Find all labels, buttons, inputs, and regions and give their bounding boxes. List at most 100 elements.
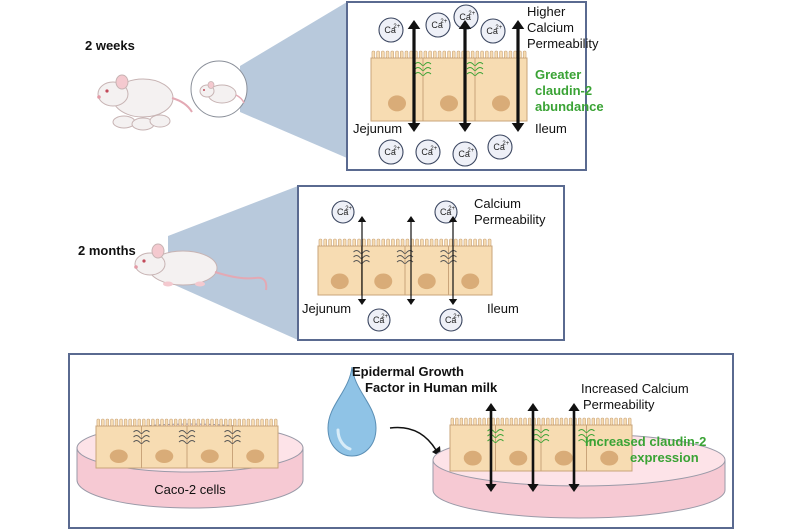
microvillus (415, 238, 419, 247)
microvillus (323, 238, 327, 247)
claudin-2-junction (532, 434, 550, 438)
microvillus (468, 417, 473, 426)
microvillus (333, 238, 337, 247)
svg-text:2+: 2+ (440, 19, 447, 25)
microvillus (169, 418, 173, 427)
microvillus (395, 238, 400, 247)
microvillus (400, 50, 404, 59)
calcium-ion: Ca2+ (415, 139, 441, 165)
microvillus (376, 50, 380, 59)
microvillus (183, 418, 187, 427)
adult-mouse-icon (134, 243, 268, 291)
microvillus (400, 238, 405, 247)
claudin-2w-line2: claudin-2 (535, 83, 592, 98)
claudin-2w-line3: abundance (535, 99, 604, 114)
curved-arrow-icon (389, 426, 437, 451)
ileum-label-2m: Ileum (487, 301, 519, 316)
calcium-ion: Ca2+ (487, 134, 513, 160)
bidirectional-arrow (527, 403, 539, 492)
claudin-2-junction (466, 67, 484, 71)
ileum-label-2w: Ileum (535, 121, 567, 136)
microvillus (423, 50, 428, 59)
microvillus (178, 418, 182, 427)
microvillus (433, 50, 437, 59)
microvillus (155, 418, 160, 427)
microvillus (522, 50, 527, 59)
microvillus (347, 238, 352, 247)
calcium-ion: Ca2+ (367, 308, 391, 332)
microvillus (504, 50, 508, 59)
microvillus (328, 238, 332, 247)
microvillus (228, 418, 232, 427)
mouse-mother-with-pups-icon (97, 74, 193, 131)
claudin-2w-line1: Greater (535, 67, 581, 82)
microvillus (274, 418, 278, 427)
svg-text:2+: 2+ (502, 141, 509, 147)
calcium-ions-2m: Ca2+Ca2+Ca2+Ca2+ (331, 200, 463, 332)
svg-text:Ca: Ca (493, 142, 505, 152)
nucleus (417, 273, 436, 290)
microvillus (463, 238, 468, 247)
calcium-ion: Ca2+ (378, 139, 404, 165)
svg-text:2+: 2+ (495, 25, 502, 31)
bidirectional-arrow (448, 216, 458, 305)
svg-text:Ca: Ca (337, 207, 349, 217)
tight-junction (396, 250, 414, 254)
microvillus (101, 418, 105, 427)
claudin-2-junction (414, 72, 432, 76)
tight-junction (396, 255, 414, 259)
microvillus (475, 50, 480, 59)
microvillus (477, 417, 482, 426)
microvillus (508, 50, 513, 59)
microvillus (142, 418, 146, 427)
svg-text:Ca: Ca (384, 147, 396, 157)
microvillus (546, 417, 550, 426)
microvillus (164, 418, 169, 427)
microvillus (482, 238, 487, 247)
microvillus (550, 417, 555, 426)
microvillus (381, 50, 385, 59)
nucleus (440, 95, 458, 112)
epithelium-2m (317, 238, 493, 296)
microvillus (452, 50, 456, 59)
svg-text:Ca: Ca (459, 12, 471, 22)
svg-text:Ca: Ca (440, 207, 452, 217)
microvillus (173, 418, 178, 427)
microvillus (214, 418, 219, 427)
nucleus (554, 450, 573, 466)
nucleus (509, 450, 528, 466)
calcium-ion: Ca2+ (425, 12, 451, 38)
svg-text:2+: 2+ (393, 146, 400, 152)
microvillus (428, 50, 432, 59)
bidirectional-arrow (568, 403, 580, 492)
claudin-2-junction (532, 429, 550, 433)
microvillus (496, 417, 500, 426)
jejunum-label-2w: Jejunum (353, 121, 402, 136)
microvillus (366, 238, 371, 247)
stage-label-2-weeks: 2 weeks (85, 38, 135, 53)
microvillus (487, 417, 491, 426)
svg-text:2+: 2+ (393, 24, 400, 30)
microvillus (264, 418, 269, 427)
microvillus (133, 418, 137, 427)
microvillus (468, 238, 472, 247)
microvillus (564, 417, 568, 426)
microvillus (128, 418, 132, 427)
microvillus (210, 418, 214, 427)
egf-line1: Epidermal Growth (352, 364, 464, 379)
claudin-egf-line1: Increased claudin-2 (585, 434, 706, 449)
microvillus (587, 417, 591, 426)
microvillus (390, 50, 394, 59)
microvillus (456, 50, 461, 59)
caco2-cells-untreated (95, 418, 279, 469)
microvillus (494, 50, 498, 59)
bidirectional-arrow (357, 216, 367, 305)
microvillus (609, 417, 614, 426)
nucleus (461, 273, 480, 290)
microvillus (362, 238, 366, 247)
microvillus (453, 238, 458, 247)
microvillus (450, 417, 454, 426)
caco2-label: Caco-2 cells (154, 482, 226, 497)
microvillus (405, 238, 410, 247)
